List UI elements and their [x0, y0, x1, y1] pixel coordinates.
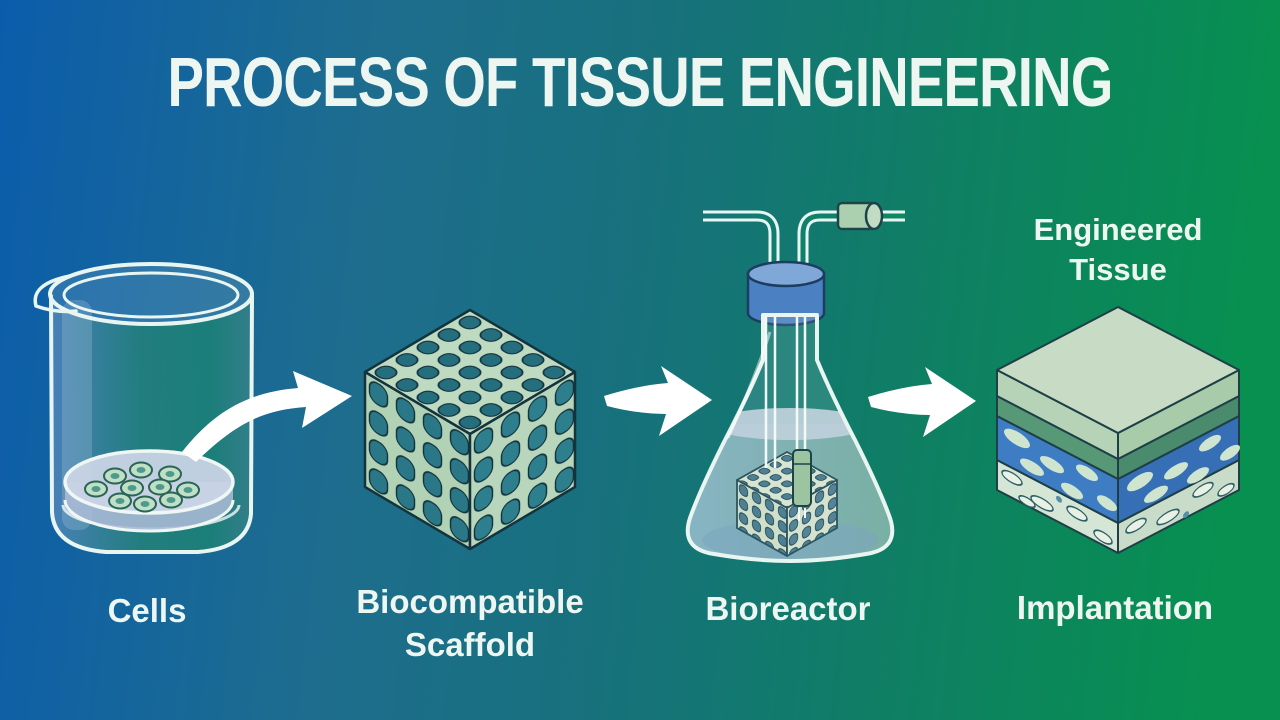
engineered-tissue-annotation-line1: Engineered: [1034, 212, 1203, 247]
cell: [133, 495, 157, 513]
flask-outline: [685, 313, 895, 563]
petri-dish: [63, 449, 235, 533]
cell-cluster: [84, 461, 200, 513]
beaker-rim-inner: [62, 271, 240, 319]
stage-label-bioreactor: Bioreactor: [705, 590, 870, 627]
tissue-stack-icon: [996, 306, 1240, 554]
cell: [176, 481, 200, 499]
probe-icon: [792, 449, 812, 521]
engineered-tissue-annotation-line2: Tissue: [1069, 252, 1167, 287]
beaker-outline: [49, 294, 254, 554]
cell: [103, 467, 127, 485]
beaker-icon: [33, 262, 254, 554]
page-title: PROCESS OF TISSUE ENGINEERING: [167, 44, 1112, 122]
arrow-icon: [868, 367, 976, 437]
cell: [129, 461, 153, 479]
stage-label-cells: Cells: [108, 592, 187, 629]
inline-filter-icon: [836, 201, 884, 231]
stage-label-scaffold-line1: Biocompatible: [356, 583, 583, 620]
flask-highlight: [726, 331, 772, 439]
scaffold-cube-icon: [363, 308, 577, 551]
petri-dish-wall-outline: [63, 499, 235, 533]
tissue-top-face: [996, 306, 1240, 434]
cell: [84, 480, 108, 498]
tissue-cells: [1127, 434, 1240, 503]
stage-label-implantation: Implantation: [1017, 589, 1213, 626]
cell: [108, 492, 132, 510]
cell: [120, 479, 144, 497]
cell: [158, 465, 182, 483]
beaker-spout: [33, 274, 78, 314]
tubing: [703, 210, 905, 274]
cell: [148, 478, 172, 496]
tissue-cells: [1001, 469, 1113, 545]
bioreactor-icon: [685, 201, 905, 563]
tissue-cells: [1125, 481, 1235, 534]
tissue-cells: [1004, 428, 1117, 512]
arrow-icon: [604, 366, 712, 436]
stage-label-scaffold-line2: Scaffold: [405, 626, 535, 663]
cell: [159, 491, 183, 509]
curved-arrow-icon: [182, 371, 352, 462]
flask-cap: [746, 260, 826, 327]
beaker-rim-outer: [48, 262, 254, 326]
